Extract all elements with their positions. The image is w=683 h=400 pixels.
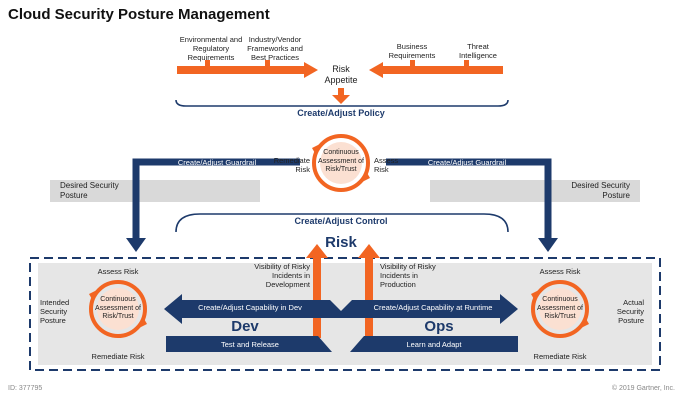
desired-band-left	[50, 180, 260, 202]
footer-copyright: © 2019 Gartner, Inc.	[611, 385, 675, 392]
ops-arrow	[334, 294, 518, 324]
center-cycle-ring	[312, 134, 370, 192]
input-arrow-right	[369, 62, 383, 78]
label-industry: Industry/Vendor Frameworks and Best Prac…	[247, 35, 303, 62]
risk-arrow-ops-shaft	[365, 256, 373, 338]
guardrail-right-path	[386, 158, 552, 240]
desired-posture-left: Desired Security Posture	[60, 181, 119, 200]
ops-label: Ops	[424, 318, 454, 335]
input-bar-left	[177, 66, 304, 74]
create-adjust-control: Create/Adjust Control	[294, 216, 388, 226]
dev-arrow	[164, 294, 348, 324]
risk-arrow-dev-head	[306, 244, 328, 258]
actual-security-posture: Actual Security Posture	[616, 298, 644, 325]
test-release-bar	[166, 336, 332, 352]
center-cycle-label: Continuous Assessment of Risk/Trust	[318, 149, 364, 173]
risk-label: Risk	[325, 234, 357, 251]
guardrail-left-path	[132, 158, 300, 240]
footer-id: ID: 377795	[8, 385, 43, 392]
label-threat: Threat Intelligence	[459, 42, 497, 60]
visibility-dev: Visibility of Risky Incidents in Develop…	[254, 262, 310, 289]
visibility-prod: Visibility of Risky Incidents in Product…	[380, 262, 436, 289]
desired-band-right	[430, 180, 640, 202]
right-remediate-risk: Remediate Risk	[533, 352, 587, 361]
appetite-arrow-head	[332, 95, 350, 104]
input-tick-3	[410, 60, 415, 70]
appetite-arrow-shaft	[338, 88, 344, 96]
right-cycle-fill	[539, 288, 581, 330]
label-business: Business Requirements	[388, 42, 436, 60]
input-bar-right	[383, 66, 503, 74]
dashed-panel	[29, 257, 661, 371]
risk-appetite: Risk Appetite	[324, 64, 358, 85]
capability-runtime: Create/Adjust Capability at Runtime	[373, 303, 493, 312]
input-tick-2	[265, 60, 270, 70]
input-arrow-left	[304, 62, 318, 78]
guardrail-left-label: Create/Adjust Guardrail	[177, 158, 257, 167]
guardrail-right-label: Create/Adjust Guardrail	[427, 158, 507, 167]
dev-label: Dev	[231, 318, 259, 335]
left-cycle-ring	[89, 280, 147, 338]
guardrail-right-head	[538, 238, 558, 252]
center-assess-risk: Assess Risk	[374, 156, 399, 174]
learn-adapt-label: Learn and Adapt	[406, 340, 462, 349]
left-cycle-label: Continuous Assessment of Risk/Trust	[95, 296, 141, 320]
right-assess-risk: Assess Risk	[539, 267, 581, 276]
capability-dev: Create/Adjust Capability in Dev	[198, 303, 302, 312]
guardrail-left-head	[126, 238, 146, 252]
right-cycle-ring	[531, 280, 589, 338]
right-cycle-label: Continuous Assessment of Risk/Trust	[537, 296, 583, 320]
input-tick-4	[464, 60, 469, 70]
center-remediate-risk: Remediate Risk	[273, 156, 310, 174]
left-remediate-risk: Remediate Risk	[91, 352, 145, 361]
intended-security-posture: Intended Security Posture	[40, 298, 70, 325]
label-env-reg: Environmental and Regulatory Requirement…	[179, 35, 243, 62]
left-cycle-fill	[97, 288, 139, 330]
risk-arrow-ops-head	[358, 244, 380, 258]
learn-adapt-bar	[350, 336, 518, 352]
page-title: Cloud Security Posture Management	[8, 6, 270, 23]
create-adjust-policy: Create/Adjust Policy	[297, 108, 385, 118]
center-cycle-fill	[320, 142, 362, 184]
test-release-label: Test and Release	[221, 340, 279, 349]
left-assess-risk: Assess Risk	[97, 267, 139, 276]
policy-bracket	[175, 99, 509, 107]
desired-posture-right: Desired Security Posture	[571, 181, 630, 200]
input-tick-1	[205, 60, 210, 70]
risk-arrow-dev-shaft	[313, 256, 321, 338]
control-bracket	[175, 213, 509, 233]
